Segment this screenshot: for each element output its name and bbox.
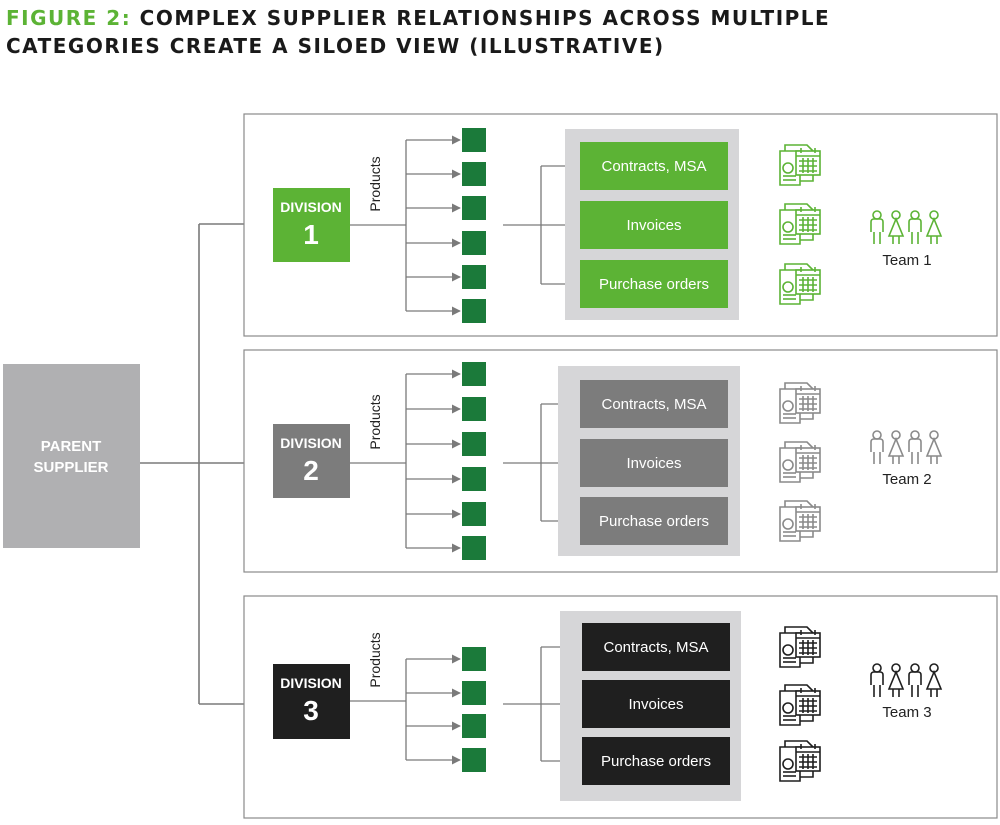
doc-contracts-box: [580, 380, 728, 428]
team-1-label: Team 1: [882, 252, 931, 269]
doc-invoices-box: [580, 439, 728, 487]
product-squares: [462, 128, 486, 323]
products-label: Products: [367, 394, 383, 449]
title-line-2: CATEGORIES CREATE A SILOED VIEW (ILLUSTR…: [6, 34, 665, 58]
parent-supplier-box: PARENT SUPPLIER: [3, 364, 140, 548]
division-2-box: [273, 424, 350, 498]
doc-invoices-label: Invoices: [628, 696, 683, 713]
team-3-label: Team 3: [882, 704, 931, 721]
doc-purchase-orders-label: Purchase orders: [601, 753, 711, 770]
doc-invoices-label: Invoices: [626, 455, 681, 472]
division-1-label: DIVISION: [280, 199, 341, 215]
product-square: [462, 265, 486, 289]
division-1: DIVISION 1 Products Contr: [273, 128, 942, 323]
division-3-number: 3: [303, 695, 319, 726]
doc-contracts-label: Contracts, MSA: [601, 158, 706, 175]
product-square: [462, 714, 486, 738]
division-3-label: DIVISION: [280, 675, 341, 691]
parent-label-line1: PARENT: [41, 438, 102, 455]
division-3-box: [273, 664, 350, 739]
product-square: [462, 128, 486, 152]
product-square: [462, 536, 486, 560]
product-square: [462, 748, 486, 772]
doc-purchase-orders-box: [582, 737, 730, 785]
product-square: [462, 162, 486, 186]
parent-label-line2: SUPPLIER: [33, 459, 108, 476]
figure-title: FIGURE 2: COMPLEX SUPPLIER RELATIONSHIPS…: [6, 4, 996, 60]
product-square: [462, 647, 486, 671]
product-square: [462, 467, 486, 491]
doc-purchase-orders-label: Purchase orders: [599, 513, 709, 530]
doc-invoices-box: [580, 201, 728, 249]
doc-purchase-orders-box: [580, 260, 728, 308]
product-square: [462, 432, 486, 456]
products-label: Products: [367, 632, 383, 687]
division-1-box: [273, 188, 350, 262]
product-squares: [462, 647, 486, 772]
division-3: DIVISION 3 Products Contracts, MSA Invoi…: [273, 611, 942, 801]
product-square: [462, 681, 486, 705]
team-2-label: Team 2: [882, 471, 931, 488]
doc-invoices-box: [582, 680, 730, 728]
doc-purchase-orders-box: [580, 497, 728, 545]
doc-contracts-label: Contracts, MSA: [603, 639, 708, 656]
products-label: Products: [367, 156, 383, 211]
product-square: [462, 502, 486, 526]
product-square: [462, 362, 486, 386]
product-connectors: [350, 642, 581, 766]
doc-purchase-orders-label: Purchase orders: [599, 276, 709, 293]
product-square: [462, 231, 486, 255]
division-2: DIVISION 2 Products Contr: [273, 362, 942, 560]
title-line-1: COMPLEX SUPPLIER RELATIONSHIPS ACROSS MU…: [139, 6, 831, 30]
division-2-number: 2: [303, 455, 319, 486]
product-square: [462, 397, 486, 421]
product-squares: [462, 362, 486, 560]
division-1-number: 1: [303, 219, 319, 250]
doc-invoices-label: Invoices: [626, 217, 681, 234]
product-square: [462, 196, 486, 220]
doc-contracts-label: Contracts, MSA: [601, 396, 706, 413]
product-square: [462, 299, 486, 323]
doc-contracts-box: [580, 142, 728, 190]
division-2-label: DIVISION: [280, 435, 341, 451]
figure-label: FIGURE 2:: [6, 6, 132, 30]
doc-contracts-box: [582, 623, 730, 671]
